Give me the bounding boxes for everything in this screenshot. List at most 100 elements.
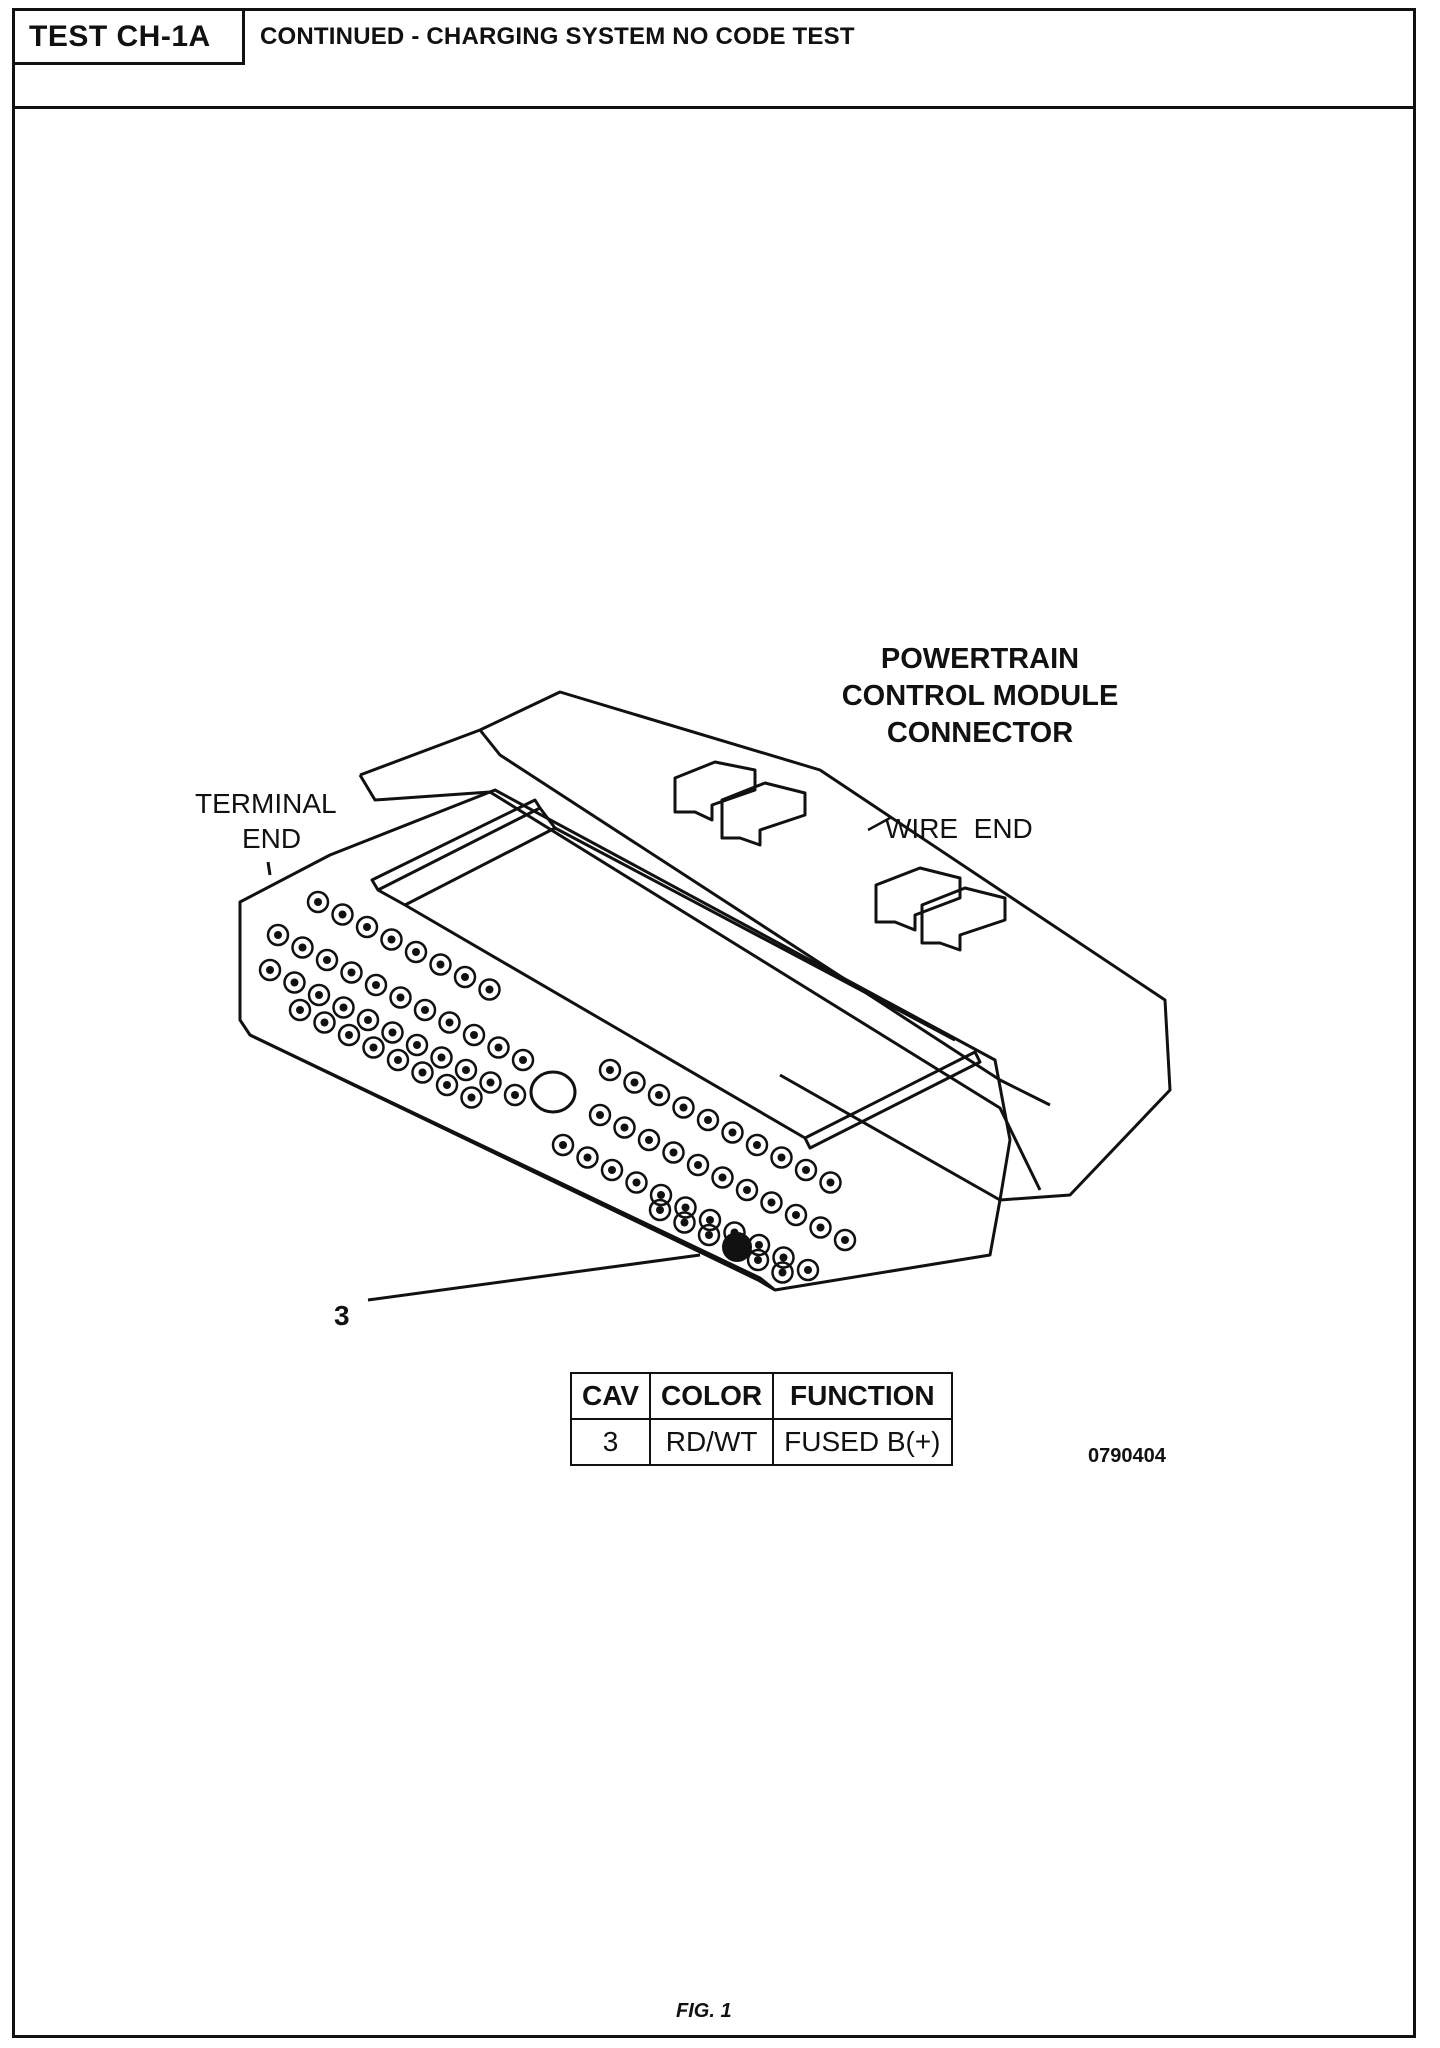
- terminal-pin: [706, 1216, 714, 1224]
- terminal-cavity: [503, 1083, 527, 1107]
- terminal-pin: [669, 1148, 678, 1157]
- terminal-pin: [680, 1218, 689, 1227]
- terminal-pin: [266, 966, 274, 974]
- table-row: 3 RD/WT FUSED B(+): [569, 1418, 953, 1466]
- terminal-pin: [630, 1078, 639, 1087]
- terminal-cavity: [649, 1183, 673, 1207]
- terminal-cavity: [355, 915, 379, 939]
- terminal-cavity: [576, 1146, 599, 1169]
- terminal-cavity: [662, 1141, 685, 1164]
- diagram-title-line-1: POWERTRAIN: [881, 643, 1079, 675]
- terminal-pin: [755, 1241, 763, 1249]
- terminal-pin: [345, 1031, 353, 1039]
- terminal-cavity: [438, 1011, 461, 1034]
- terminal-pin: [462, 1066, 470, 1074]
- terminal-pin: [485, 985, 494, 994]
- terminal-pin: [296, 1006, 304, 1014]
- terminal-cavity: [648, 1198, 672, 1222]
- terminal-pin: [596, 1111, 604, 1119]
- terminal-pin: [694, 1161, 702, 1169]
- terminal-cavity: [479, 1071, 502, 1094]
- terminal-cavity: [405, 1033, 429, 1057]
- terminal-cavity: [487, 1036, 510, 1059]
- terminal-pin: [315, 991, 323, 999]
- terminal-pin: [443, 1081, 451, 1089]
- terminal-pin: [421, 1006, 429, 1014]
- terminal-pin: [778, 1268, 787, 1277]
- terminal-pin: [387, 935, 396, 944]
- terminal-cavity: [613, 1116, 636, 1139]
- terminal-cavity: [711, 1166, 734, 1189]
- terminal-cavity: [337, 1023, 361, 1047]
- table-cell-color: RD/WT: [649, 1418, 775, 1466]
- terminal-pin: [657, 1191, 665, 1199]
- terminal-pin: [583, 1153, 592, 1162]
- terminal-cavity: [833, 1228, 857, 1252]
- terminal-cavity: [364, 973, 388, 997]
- terminal-pin: [394, 1056, 402, 1064]
- table-header-color: COLOR: [649, 1372, 775, 1420]
- terminal-cavity: [625, 1171, 648, 1194]
- terminal-cavity: [454, 1058, 478, 1082]
- terminal-cavity: [313, 1011, 336, 1034]
- terminal-pin: [777, 1153, 786, 1162]
- terminal-pin: [681, 1203, 690, 1212]
- terminal-pin: [338, 910, 347, 919]
- terminal-cavity: [362, 1036, 385, 1059]
- terminal-cavity: [411, 1061, 434, 1084]
- terminal-pin: [436, 960, 445, 969]
- terminal-cavity: [588, 1103, 612, 1127]
- terminal-cavity: [623, 1071, 646, 1094]
- terminal-cavity: [698, 1208, 722, 1232]
- terminal-cavity: [258, 958, 282, 982]
- terminal-cavity: [307, 983, 331, 1007]
- terminal-pin: [298, 943, 307, 952]
- terminal-pin: [274, 931, 282, 939]
- diagram-title-line-2: CONTROL MODULE: [842, 680, 1119, 712]
- terminal-pin: [655, 1091, 663, 1099]
- terminal-pin: [679, 1103, 688, 1112]
- terminal-cavity: [291, 936, 314, 959]
- terminal-cavity: [453, 965, 477, 989]
- terminal-pin: [339, 1003, 348, 1012]
- terminal-cavity: [809, 1216, 832, 1239]
- figure-reference-number: 0790404: [1088, 1445, 1166, 1467]
- terminal-cavity: [686, 1153, 710, 1177]
- terminal-pin: [743, 1186, 751, 1194]
- terminal-cavity: [598, 1058, 622, 1082]
- terminal-pin: [645, 1136, 653, 1144]
- terminal-pin: [290, 978, 299, 987]
- terminal-cavity: [413, 998, 437, 1022]
- terminal-cavity: [511, 1048, 535, 1072]
- terminal-pin: [363, 923, 371, 931]
- test-id: TEST CH-1A: [15, 11, 245, 65]
- latch-4: [920, 886, 1007, 952]
- terminal-cavity: [435, 1073, 459, 1097]
- terminal-cavity: [745, 1133, 769, 1157]
- terminal-cavity: [796, 1258, 820, 1282]
- top-rail-left: [370, 798, 542, 892]
- terminal-cavity: [430, 1046, 453, 1069]
- terminal-cavity: [696, 1108, 720, 1132]
- terminal-cavity: [462, 1023, 486, 1047]
- terminal-pin: [486, 1078, 495, 1087]
- latch-3: [874, 866, 962, 932]
- terminal-cavity: [283, 971, 306, 994]
- terminal-cavities: [258, 890, 857, 1284]
- terminal-pin: [620, 1123, 629, 1132]
- terminal-pin: [792, 1211, 800, 1219]
- terminal-cavity: [288, 998, 312, 1022]
- terminal-cavity: [404, 940, 428, 964]
- terminal-pin: [494, 1043, 503, 1052]
- terminal-pin: [364, 1016, 372, 1024]
- terminal-pin: [705, 1231, 713, 1239]
- terminal-face-lower: [249, 1033, 776, 1292]
- terminal-pin: [767, 1198, 776, 1207]
- terminal-pin: [754, 1256, 762, 1264]
- rear-housing: [359, 690, 1172, 1202]
- terminal-cavity: [551, 1133, 575, 1157]
- cavity-3-highlight: [722, 1232, 752, 1262]
- terminal-pin: [704, 1116, 712, 1124]
- terminal-cavity: [637, 1128, 661, 1152]
- top-recess: [377, 807, 557, 907]
